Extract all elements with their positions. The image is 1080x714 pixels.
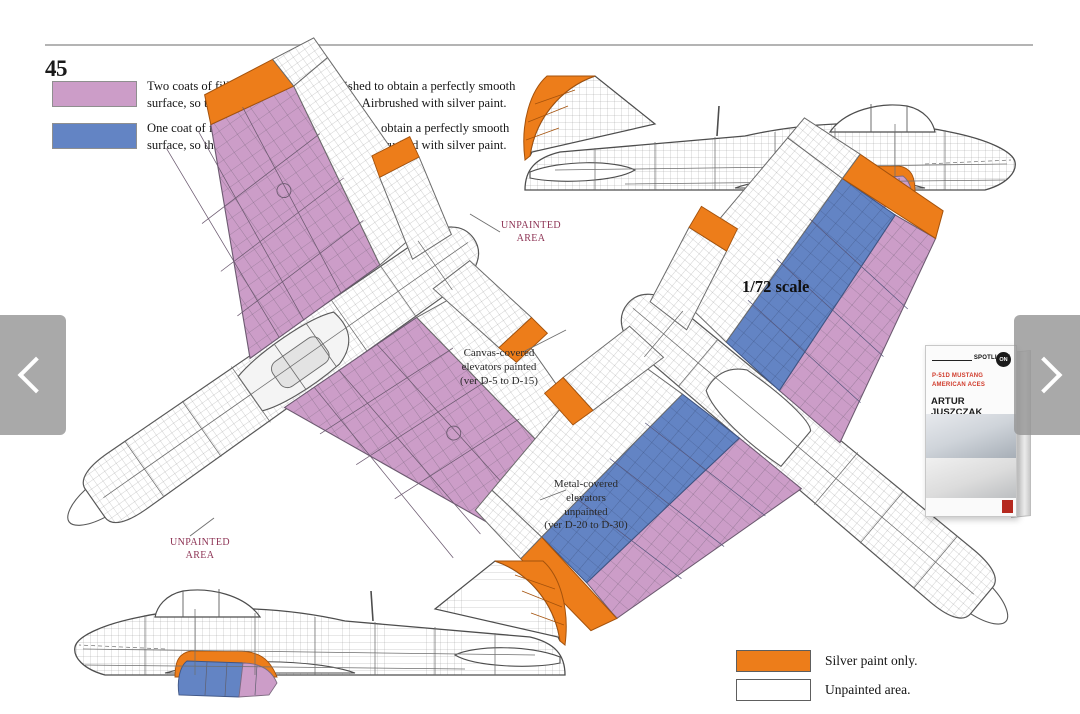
book-series-badge: ON <box>996 352 1011 367</box>
book-front-cover: SPOTLIGHT ON P-51D MUSTANG AMERICAN ACES… <box>925 345 1017 517</box>
annotation-metal-elevators: Metal-covered elevators unpainted (ver D… <box>544 478 628 532</box>
book-cover-rule <box>932 360 972 361</box>
annotation-unpainted-area-top: UNPAINTED AREA <box>501 220 561 244</box>
publisher-logo-icon <box>1002 500 1013 513</box>
plan-view-lower <box>474 117 1009 632</box>
next-image-button[interactable] <box>1014 315 1080 435</box>
legend-label-unpainted: Unpainted area. <box>825 682 911 697</box>
book-cover-footer <box>926 498 1016 516</box>
scale-note: 1/72 scale <box>742 277 810 296</box>
swatch-one-coat <box>52 123 137 150</box>
legend-label-silver-paint: Silver paint only. <box>825 653 918 668</box>
book-subtitle: P-51D MUSTANG AMERICAN ACES <box>932 373 986 388</box>
legend-item-silver-paint: Silver paint only. <box>736 650 918 672</box>
page-header-rule <box>45 44 1033 46</box>
side-view-bottom-left <box>74 560 567 698</box>
annotation-unpainted-area-bottom: UNPAINTED AREA <box>170 537 230 561</box>
swatch-unpainted <box>736 679 811 701</box>
previous-image-button[interactable] <box>0 315 66 435</box>
book-cover-artwork-bottom <box>926 458 1016 502</box>
book-series-label: SPOTLIGHT <box>973 355 1010 361</box>
annotation-leader-lines <box>189 213 567 537</box>
annotation-canvas-elevators: Canvas-covered elevators painted (ver D-… <box>460 347 538 387</box>
page-number: 45 <box>45 56 68 81</box>
book-cover-artwork-top <box>926 414 1016 462</box>
book-author: ARTUR JUSZCZAK <box>931 396 983 418</box>
swatch-silver-paint <box>736 650 811 672</box>
book-cover-thumbnail: SPOTLIGHT ON P-51D MUSTANG AMERICAN ACES… <box>925 345 1033 523</box>
legend-item-unpainted: Unpainted area. <box>736 679 918 701</box>
paint-legend-bottom: Silver paint only. Unpainted area. <box>736 650 918 708</box>
plan-view-upper <box>67 37 609 559</box>
chevron-right-icon <box>1025 356 1063 394</box>
chevron-left-icon <box>17 356 55 394</box>
swatch-two-coats <box>52 81 137 107</box>
